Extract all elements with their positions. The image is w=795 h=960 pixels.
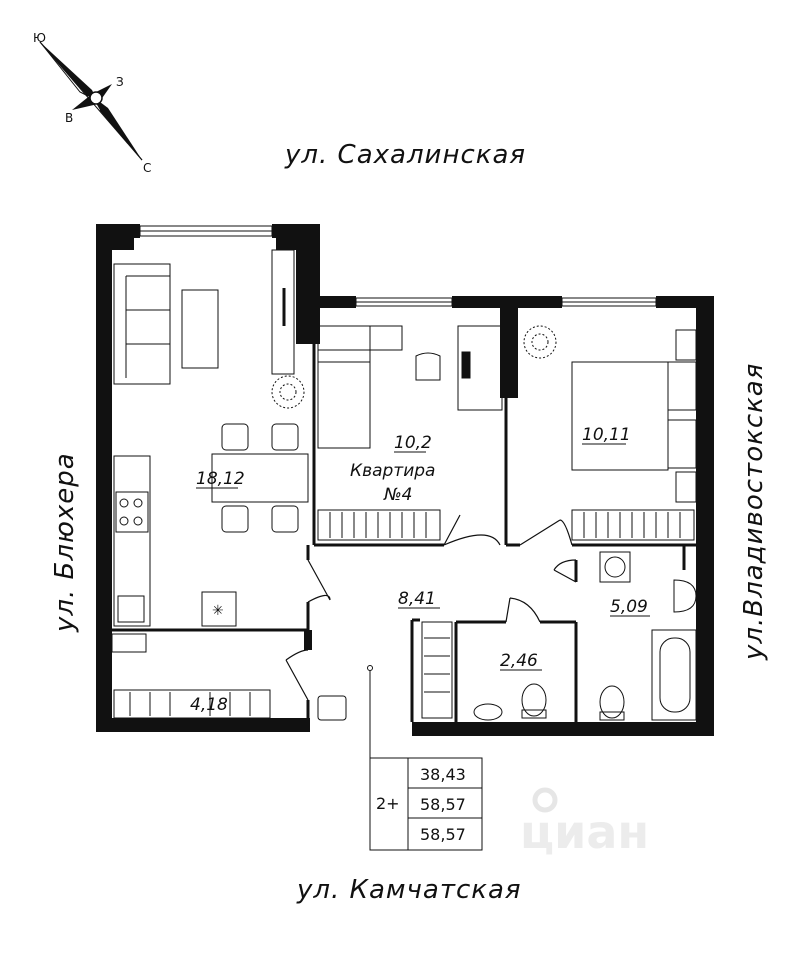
wardrobe-icon (317, 509, 441, 541)
area-hall: 8,41 (398, 589, 436, 609)
summary-living-area: 38,43 (420, 765, 466, 784)
area-bathroom: 5,09 (610, 597, 648, 617)
area-toilet: 2,46 (500, 651, 538, 671)
fridge-icon (201, 591, 237, 627)
washbasin-icon (473, 703, 503, 721)
wardrobe-hatching (329, 512, 681, 538)
area-living-kitchen: 18,12 (196, 469, 245, 489)
area-bedroom-2: 10,11 (582, 425, 631, 445)
area-labels: 18,12 10,2 Квартира №4 10,11 8,41 5,09 2… (190, 425, 650, 715)
area-summary-table: 2+ 38,43 58,57 58,57 (369, 757, 483, 851)
office-chair-icon (415, 352, 441, 381)
compass-east: З (116, 75, 124, 89)
street-bottom: ул. Камчатская (296, 875, 522, 905)
toilet-icon (521, 683, 547, 717)
summary-rooms-label: 2+ (376, 794, 400, 813)
chair-icon (271, 505, 299, 533)
washing-machine-icon (599, 551, 631, 583)
wardrobe-icon (571, 509, 695, 541)
svg-text:✳: ✳ (212, 603, 224, 619)
sofa-icon (113, 263, 171, 385)
sink-icon (117, 595, 145, 623)
chair-icon (221, 505, 249, 533)
plant-icon (271, 325, 557, 409)
living-room-furniture: ✳ (113, 249, 309, 627)
street-left: ул. Блюхера (50, 452, 80, 633)
toilet-icon (599, 685, 625, 719)
hall-furniture (111, 621, 453, 721)
inner-walls (112, 308, 696, 722)
street-right: ул.Владивостокская (739, 363, 769, 661)
area-bedroom-1: 10,2 (394, 433, 432, 453)
loggia-storage-icon (113, 689, 271, 719)
area-loggia: 4,18 (190, 695, 228, 715)
double-bed-icon (571, 361, 669, 471)
windows (139, 225, 657, 307)
compass-west: В (65, 111, 73, 125)
watermark: циан (520, 787, 649, 859)
apartment-number: №4 (383, 485, 413, 505)
hall-wardrobe-icon (421, 621, 453, 719)
bathroom-fixtures (473, 551, 697, 721)
compass-icon: Ю З В С (33, 31, 151, 175)
doors (285, 514, 577, 701)
single-bed-icon (317, 325, 371, 449)
bedroom-1-furniture (317, 325, 503, 541)
bedroom-2-furniture (571, 329, 697, 541)
leader-line (367, 665, 373, 758)
kitchen-counter-icon (113, 455, 151, 627)
summary-total-area-2: 58,57 (420, 825, 466, 844)
watermark-text: циан (520, 805, 649, 859)
compass-north: С (143, 161, 151, 175)
stove-icon (115, 491, 149, 533)
dining-table-icon (211, 453, 309, 503)
desk-icon (457, 325, 503, 411)
compass-south: Ю (33, 31, 46, 45)
apartment-title: Квартира (350, 461, 435, 481)
coffee-table-icon (181, 289, 219, 369)
bathtub-icon (651, 629, 697, 721)
washbasin-icon (673, 579, 697, 613)
shoe-rack-icon (317, 695, 347, 721)
chair-icon (221, 423, 249, 451)
tv-stand-icon (271, 249, 295, 375)
loggia-shelf-icon (111, 633, 147, 653)
summary-total-area: 58,57 (420, 795, 466, 814)
chair-icon (271, 423, 299, 451)
street-top: ул. Сахалинская (284, 140, 526, 170)
outer-walls (96, 224, 714, 736)
